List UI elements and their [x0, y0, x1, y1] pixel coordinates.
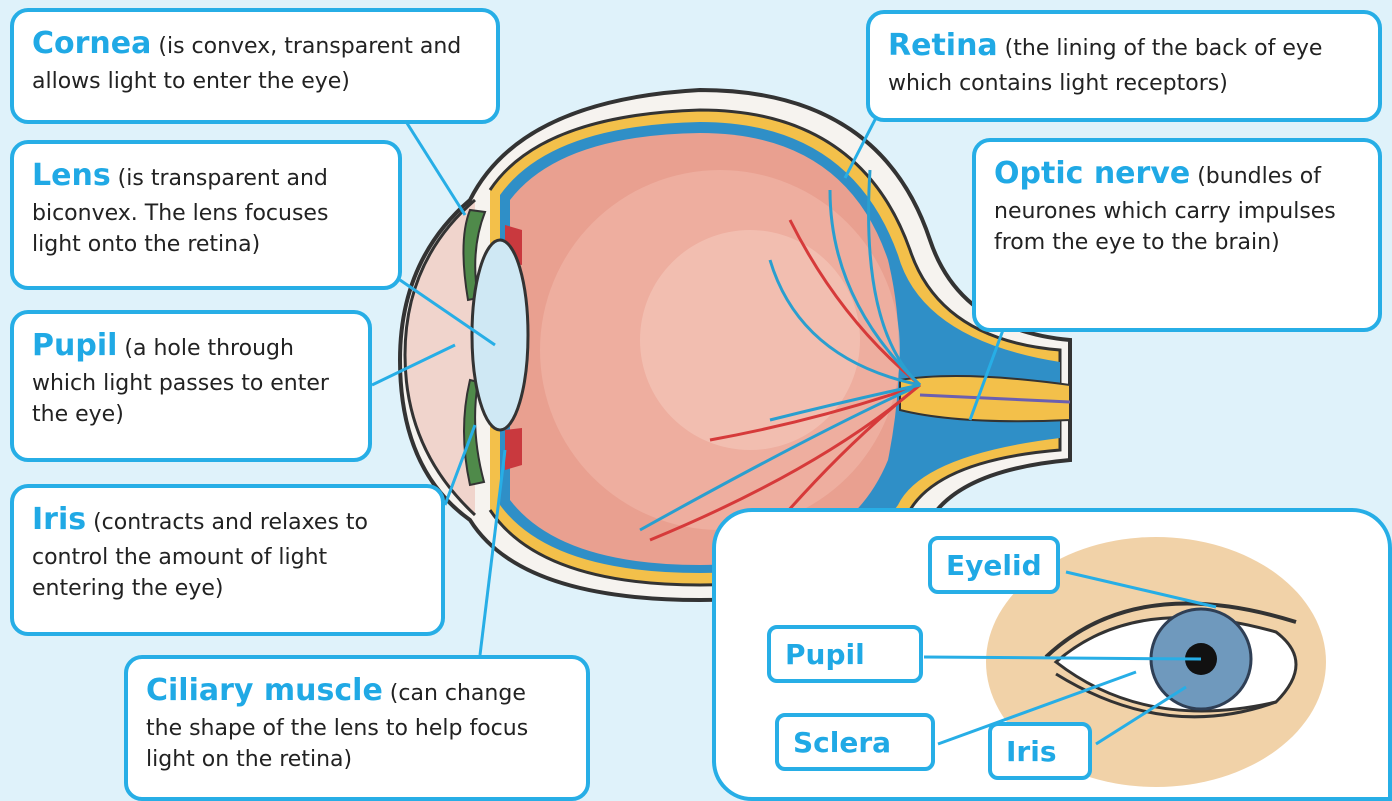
cornea-label-box: Cornea (is convex, transparent and allow… — [10, 8, 500, 124]
optic-term: Optic nerve — [994, 156, 1190, 191]
iris-tag: Iris — [988, 722, 1092, 780]
sclera-tag: Sclera — [775, 713, 935, 771]
ciliary-muscle-label-box: Ciliary muscle (can change the shape of … — [124, 655, 590, 801]
pupil-term: Pupil — [32, 328, 117, 363]
retina-term: Retina — [888, 28, 998, 63]
eyelid-tag: Eyelid — [928, 536, 1060, 594]
iris-term: Iris — [32, 502, 86, 537]
iris-label-box: Iris (contracts and relaxes to control t… — [10, 484, 445, 636]
ciliary-term: Ciliary muscle — [146, 673, 383, 708]
retina-label-box: Retina (the lining of the back of eye wh… — [866, 10, 1382, 122]
cornea-term: Cornea — [32, 26, 151, 61]
optic-nerve-label-box: Optic nerve (bundles of neurones which c… — [972, 138, 1382, 332]
pupil-tag: Pupil — [767, 625, 923, 683]
pupil-label-box: Pupil (a hole through which light passes… — [10, 310, 372, 462]
lens-term: Lens — [32, 158, 111, 193]
lens-label-box: Lens (is transparent and biconvex. The l… — [10, 140, 402, 290]
